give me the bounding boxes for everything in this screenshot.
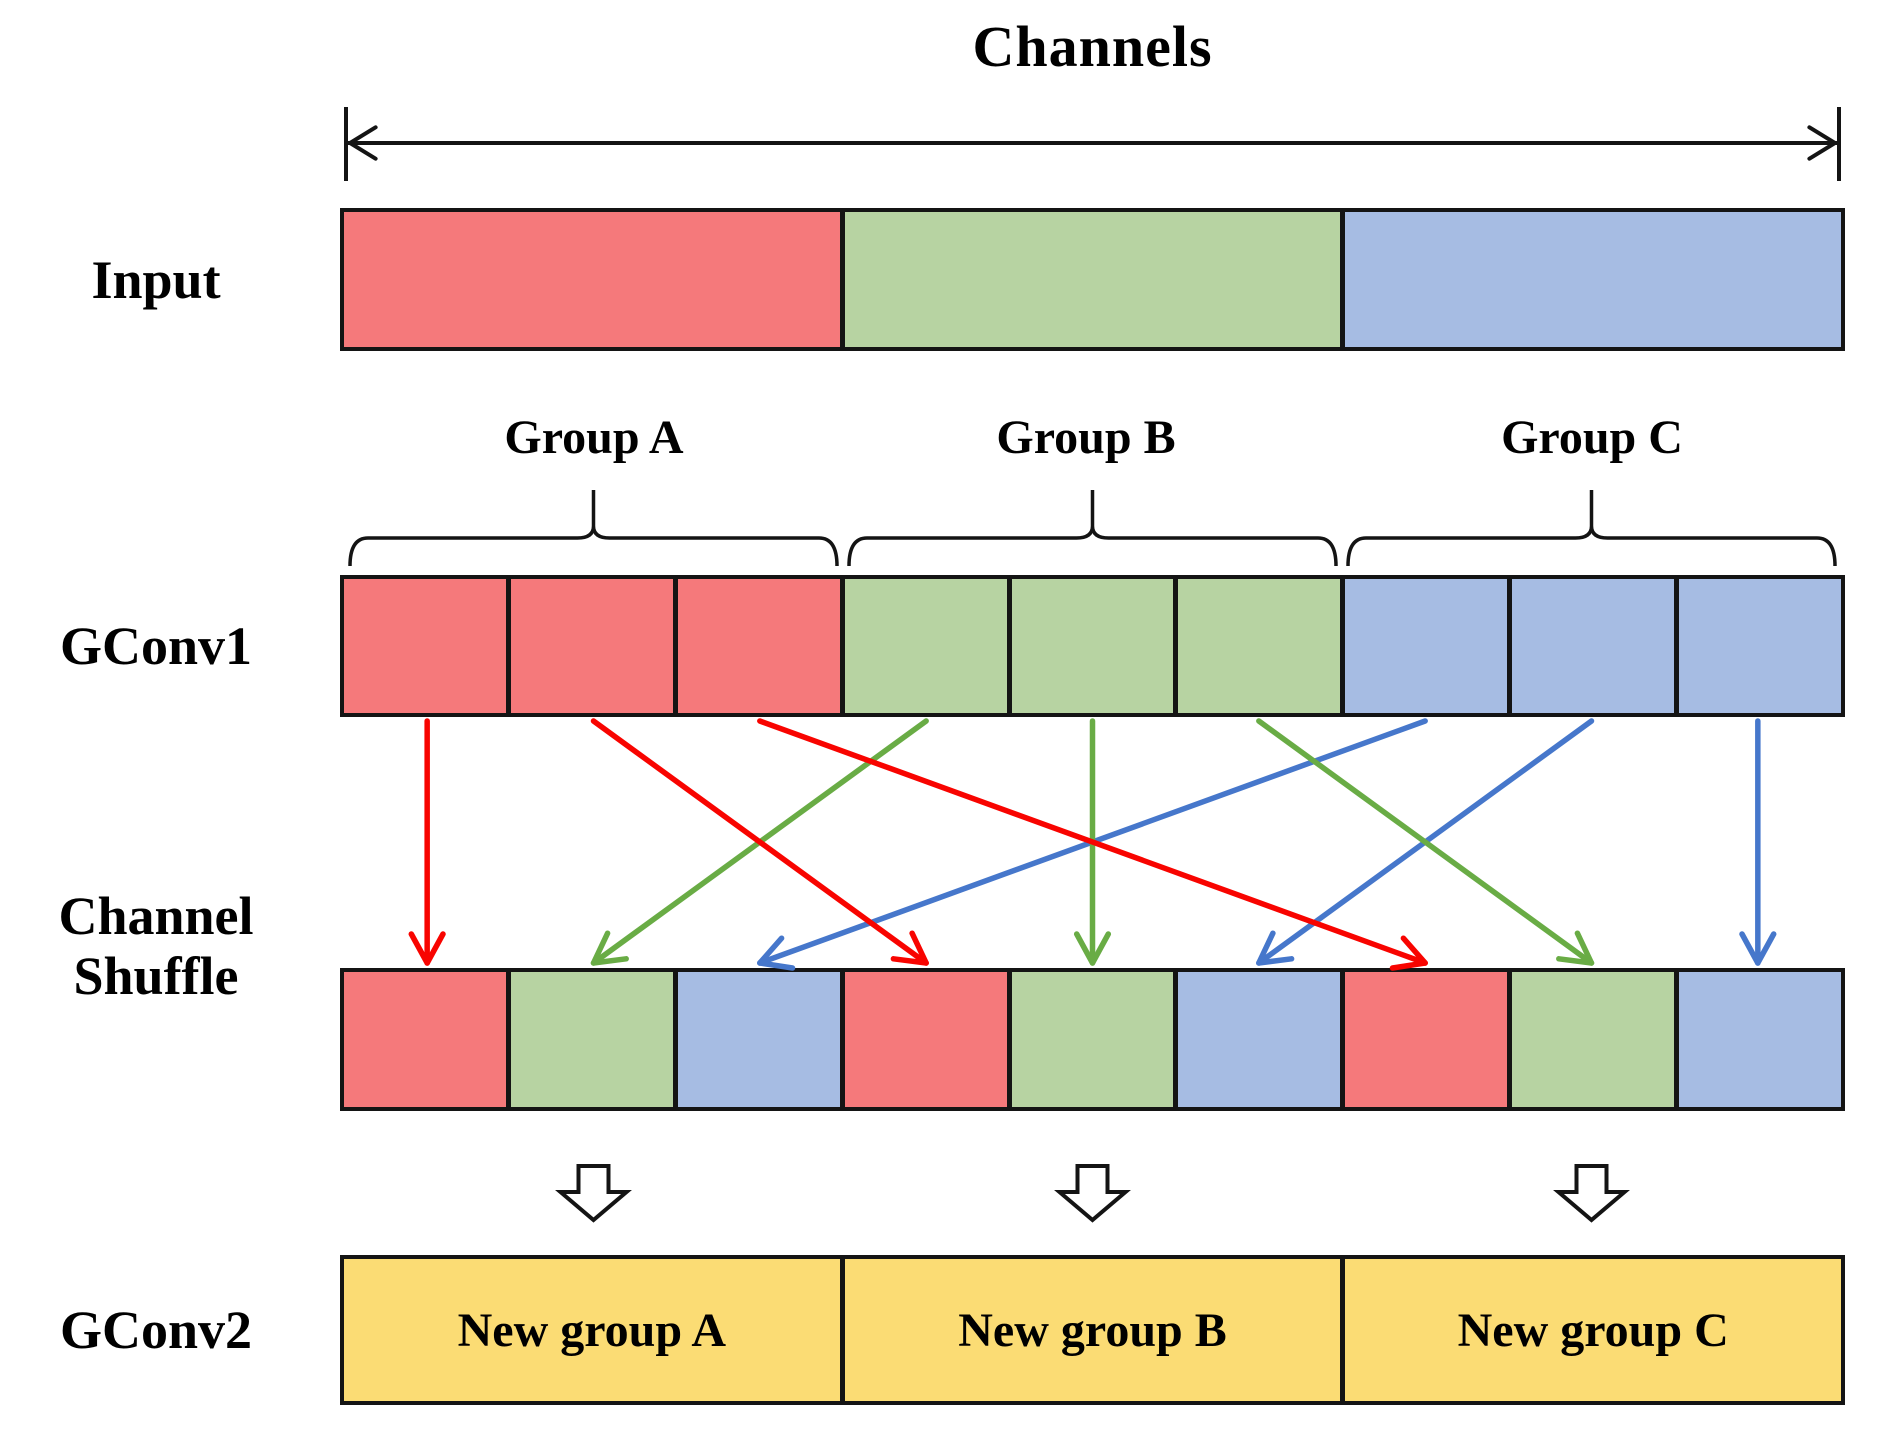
shuffle-cell-green — [1507, 972, 1675, 1107]
input-cell-green — [839, 212, 1341, 347]
label-group-a: Group A — [504, 411, 684, 464]
shuffle-arrow-blue-8-to-6 — [1256, 718, 1595, 966]
label-group-c: Group C — [1501, 411, 1683, 464]
gconv1-cell-blue — [1674, 579, 1842, 713]
label-channel-shuffle: Channel Shuffle — [0, 886, 312, 1006]
group-brace-a — [348, 490, 839, 567]
channel-shuffle-row — [340, 968, 1845, 1111]
label-gconv1: GConv1 — [59, 616, 253, 676]
input-cell-red — [344, 212, 840, 347]
gconv1-cell-red — [505, 579, 673, 713]
gconv1-cell-green — [1006, 579, 1174, 713]
gconv1-cell-green — [839, 579, 1007, 713]
shuffle-arrow-green-6-to-8 — [1256, 718, 1595, 966]
gconv1-cell-red — [344, 579, 506, 713]
label-input: Input — [91, 250, 221, 310]
gconv2-cell-label: New group B — [958, 1303, 1227, 1357]
label-channel-shuffle-line2: Shuffle — [73, 946, 239, 1006]
shuffle-arrow-red-1-to-1 — [408, 718, 446, 966]
gconv2-input-arrow-a — [555, 1164, 632, 1223]
shuffle-cell-green — [1006, 972, 1174, 1107]
shuffle-arrow-green-5-to-5 — [1073, 718, 1112, 966]
gconv1-row — [340, 575, 1845, 717]
gconv1-cell-blue — [1507, 579, 1675, 713]
gconv2-cell-label: New group A — [457, 1303, 727, 1357]
shuffle-arrow-red-3-to-7 — [757, 718, 1428, 971]
gconv2-row: New group A New group B New group C — [340, 1255, 1845, 1405]
gconv2-cell: New group A — [344, 1259, 840, 1401]
group-brace-b — [847, 490, 1338, 567]
group-brace-c — [1346, 490, 1837, 567]
shuffle-arrow-green-4-to-2 — [590, 718, 929, 966]
input-cell-blue — [1340, 212, 1842, 347]
gconv2-cell-label: New group C — [1457, 1303, 1729, 1357]
shuffle-arrow-blue-7-to-3 — [757, 718, 1428, 971]
shuffle-cell-red — [344, 972, 506, 1107]
gconv1-cell-blue — [1340, 579, 1508, 713]
gconv2-input-arrow-b — [1054, 1164, 1131, 1223]
input-row — [340, 208, 1845, 351]
gconv2-input-arrow-c — [1553, 1164, 1630, 1223]
shuffle-cell-green — [505, 972, 673, 1107]
shuffle-arrow-blue-9-to-9 — [1739, 718, 1777, 966]
gconv1-cell-red — [672, 579, 840, 713]
shuffle-cell-blue — [1173, 972, 1341, 1107]
gconv2-cell: New group B — [839, 1259, 1341, 1401]
label-channel-shuffle-line1: Channel — [58, 886, 254, 946]
label-gconv2: GConv2 — [59, 1300, 253, 1360]
gconv1-cell-green — [1173, 579, 1341, 713]
label-group-b: Group B — [996, 411, 1176, 464]
shuffle-arrow-red-2-to-4 — [590, 718, 929, 966]
shuffle-cell-blue — [1674, 972, 1842, 1107]
page-title: Channels — [972, 14, 1213, 79]
gconv2-cell: New group C — [1340, 1259, 1842, 1401]
shuffle-cell-red — [1340, 972, 1508, 1107]
channels-extent-arrow — [344, 107, 1841, 181]
shuffle-cell-blue — [672, 972, 840, 1107]
shuffle-cell-red — [839, 972, 1007, 1107]
